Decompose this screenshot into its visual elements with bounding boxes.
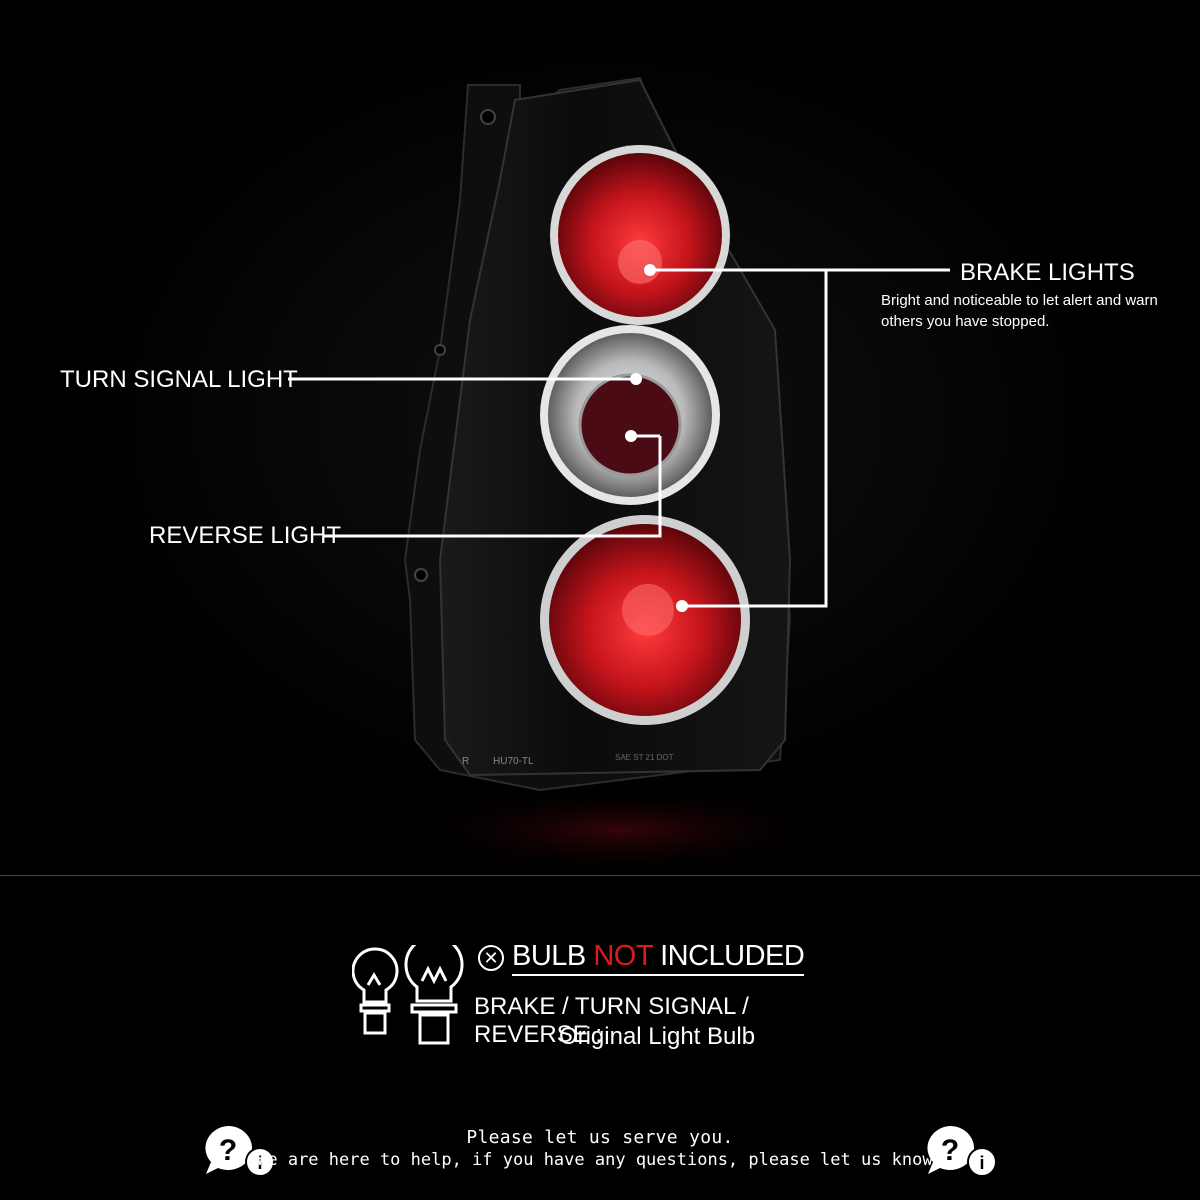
bulb-types-text: BRAKE / TURN SIGNAL / REVERSE : <box>474 993 749 1048</box>
brake-lens-top <box>558 153 722 317</box>
help-chat-icon: ? i <box>927 1126 997 1177</box>
brake-lights-title: BRAKE LIGHTS <box>960 259 1135 286</box>
reverse-light-label: REVERSE LIGHT <box>149 522 342 549</box>
reverse-callout-line <box>323 436 662 538</box>
svg-text:?: ? <box>941 1134 959 1167</box>
section-divider <box>0 875 1200 876</box>
bulb-name-text: Original Light Bulb <box>558 1023 756 1050</box>
svg-text:?: ? <box>219 1134 237 1167</box>
brake-lights-description: Bright and noticeable to let alert and w… <box>881 292 1158 330</box>
lamp-cert-mark: SAE ST 21 DOT <box>615 753 674 762</box>
mount-hole <box>480 109 496 125</box>
help-chat-icon: ? i <box>205 1126 275 1177</box>
brake-callout-dot <box>676 600 688 612</box>
svg-text:i: i <box>979 1153 984 1173</box>
brake-callout-dot <box>644 264 656 276</box>
lamp-side-mark: R <box>462 756 469 767</box>
bulb-icon <box>352 945 464 1045</box>
brake-callout-line-bottom <box>682 270 828 608</box>
mount-hole <box>414 568 428 582</box>
bulb-not-included-notice: ✕ BULB NOT INCLUDED <box>478 940 805 976</box>
close-circle-icon: ✕ <box>478 945 504 971</box>
notice-suffix: INCLUDED <box>660 940 805 972</box>
notice-highlight: NOT <box>593 940 653 972</box>
mount-hole <box>434 344 446 356</box>
support-line-1: Please let us serve you. <box>466 1127 734 1148</box>
lamp-model-mark: HU70-TL <box>493 756 534 767</box>
notice-words: BULB NOT INCLUDED <box>512 940 805 976</box>
reverse-reflector <box>578 373 682 477</box>
turn-signal-label: TURN SIGNAL LIGHT <box>60 366 298 393</box>
svg-text:i: i <box>257 1153 262 1173</box>
turn-callout-dot <box>630 373 642 385</box>
floor-reflection <box>400 785 840 875</box>
tail-lamp-illustration: R HU70-TL SAE ST 21 DOT <box>288 76 950 875</box>
support-line-2: We are here to help, if you have any que… <box>257 1150 943 1170</box>
notice-prefix: BULB <box>512 940 586 972</box>
